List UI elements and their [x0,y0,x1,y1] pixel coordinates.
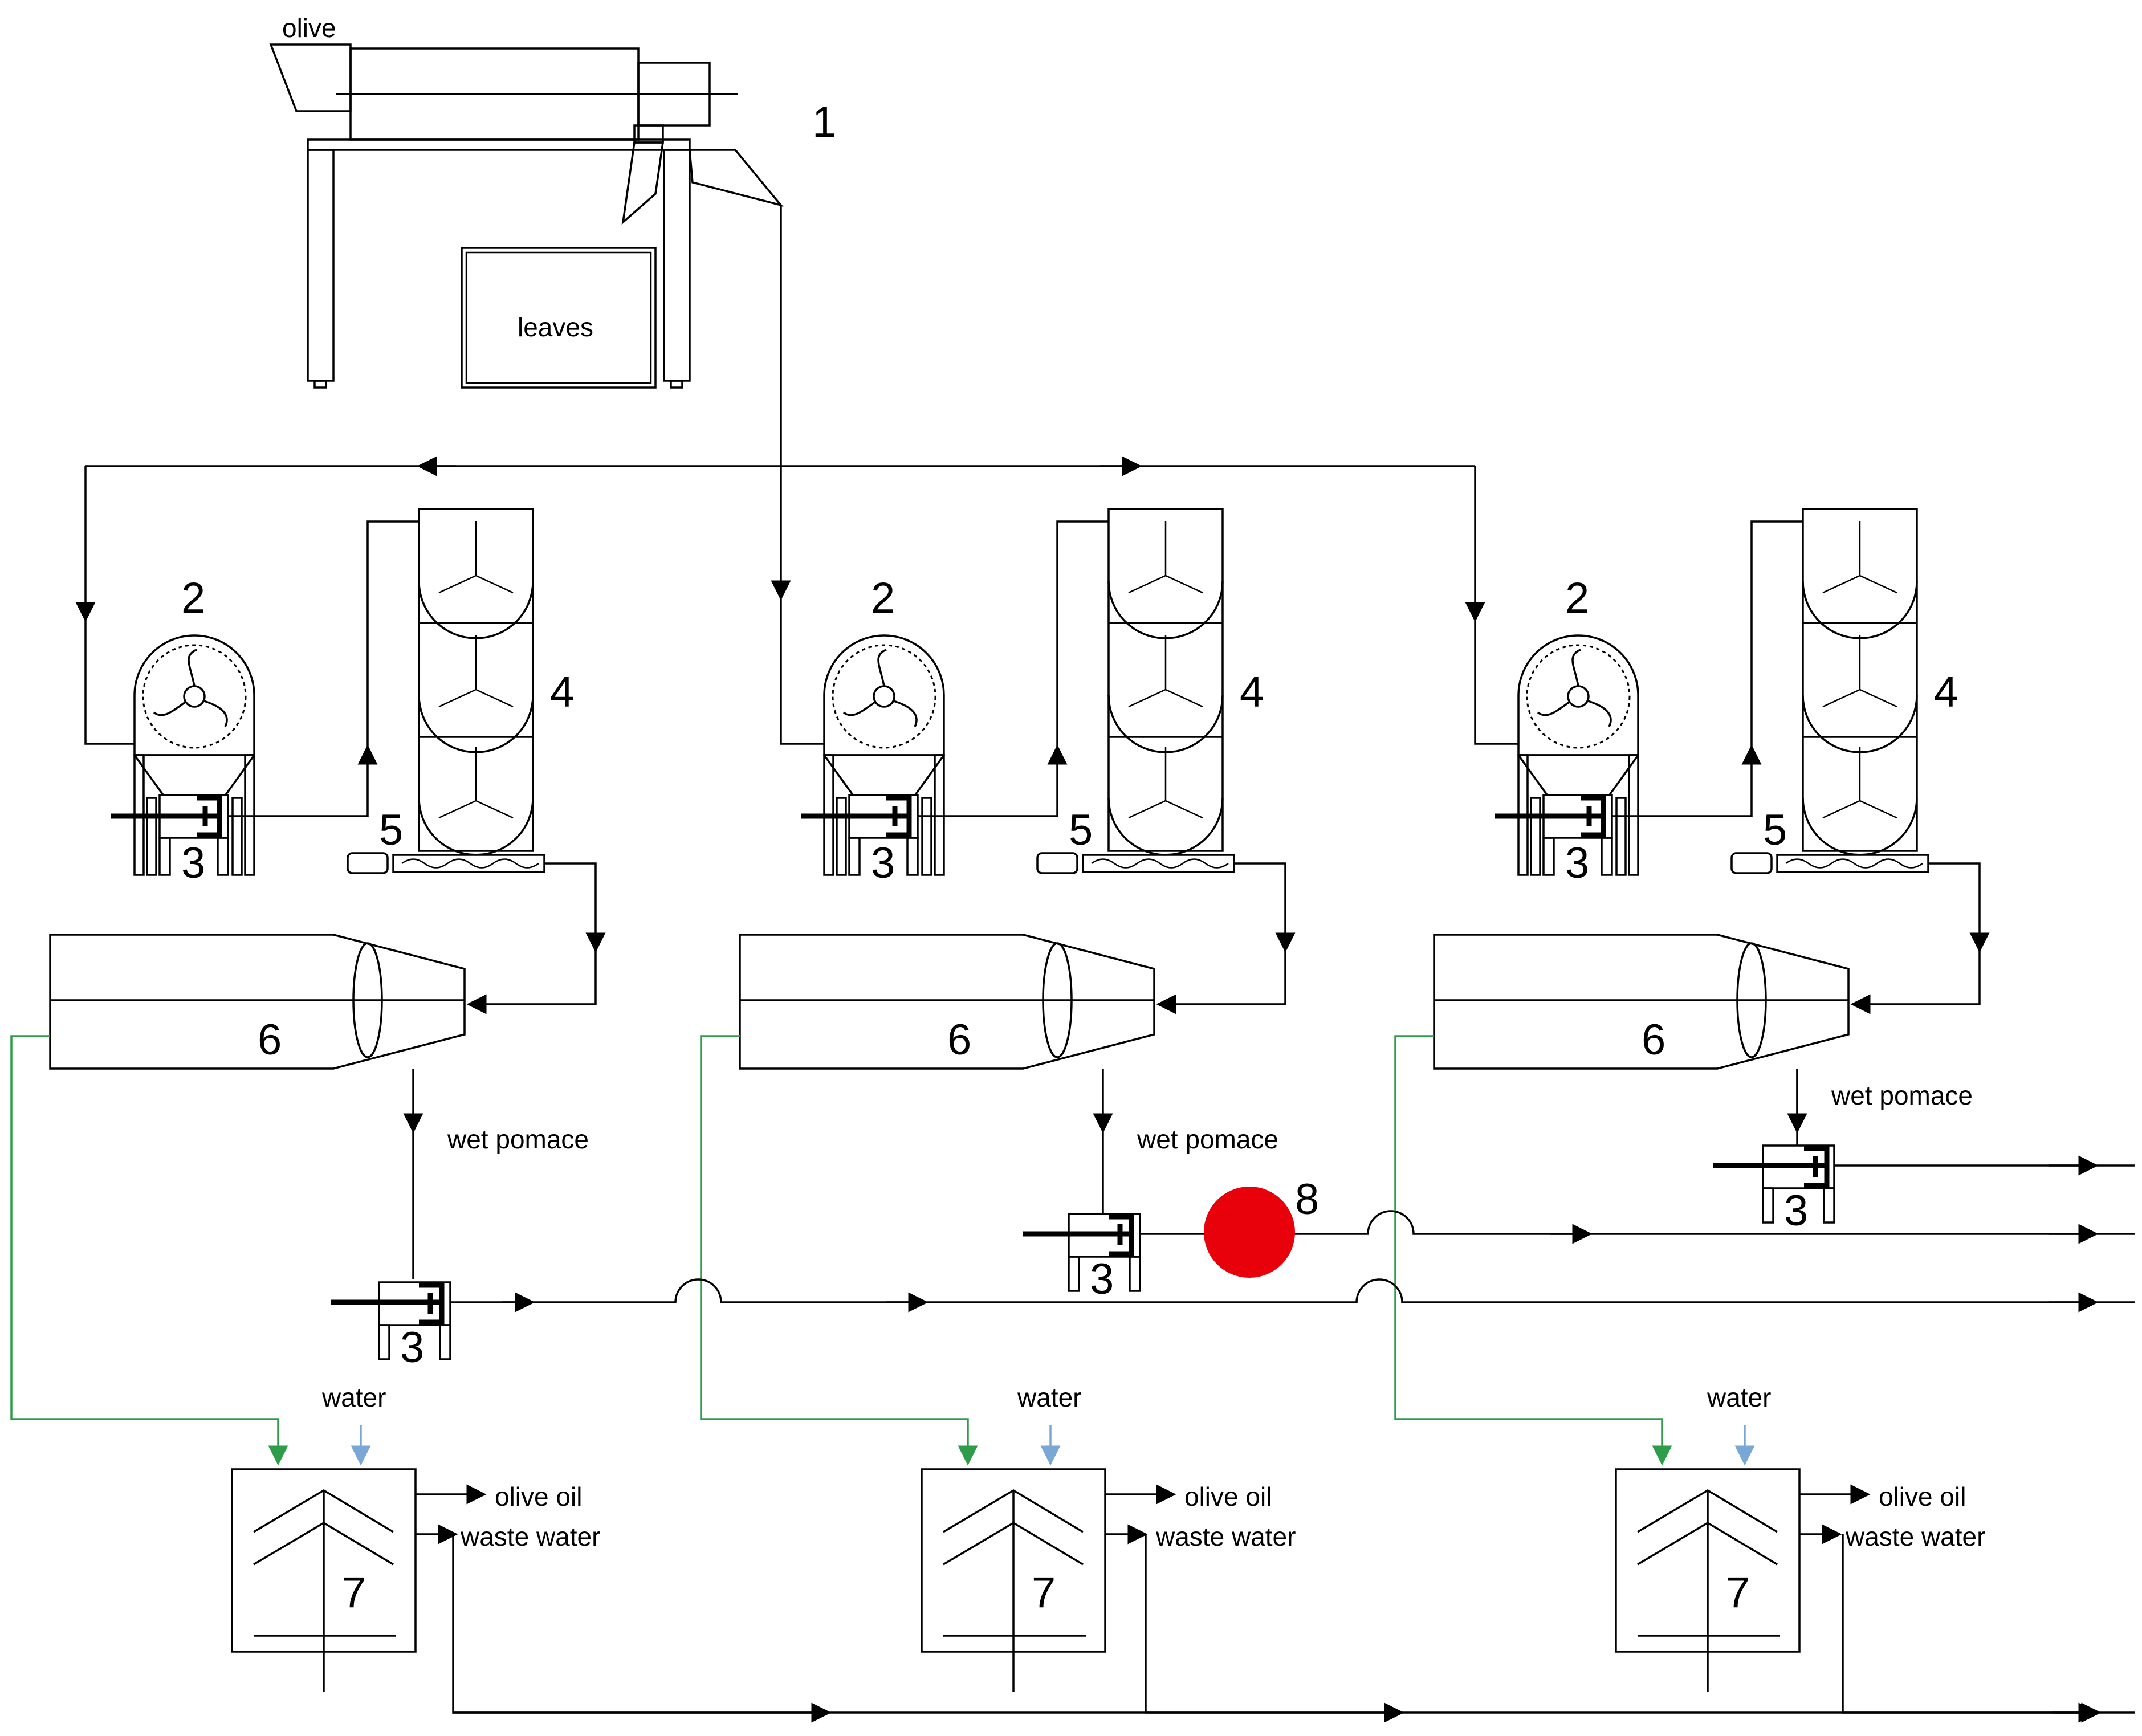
leaves-label: leaves [518,312,593,342]
unit-8-number: 8 [1295,1175,1319,1224]
malaxer-unit-4 [1107,508,1224,856]
unit-7-number: 7 [1726,1568,1750,1617]
wet-pomace-label: wet pomace [1137,1124,1278,1154]
screw-conveyor-unit-5 [1036,852,1235,874]
unit-2-number: 2 [1565,574,1589,622]
malaxer-unit-4 [1802,508,1918,856]
crusher-unit-2 [1517,634,1639,876]
unit-2-number: 2 [871,574,895,622]
malaxer-unit-4 [418,508,534,856]
unit-3-number: 3 [1090,1255,1114,1303]
pomace-pump-line-1 [331,1131,2135,1360]
waste-water-label: waste water [1155,1522,1296,1551]
pump-unit-3 [1495,794,1613,876]
unit-7-number: 7 [342,1568,366,1617]
decanter-unit-6 [49,934,466,1070]
unit-3-number: 3 [871,839,895,887]
processing-line-2 [700,508,1404,1723]
olive-oil-label: olive oil [1184,1482,1272,1511]
decanter-unit-6 [739,934,1155,1070]
olive-label: olive [282,13,336,43]
wet-pomace-label: wet pomace [1831,1081,1973,1110]
separator-unit-7 [231,1468,417,1692]
unit-3-number: 3 [1565,839,1589,887]
pomace-pump-line-3 [1713,1069,2135,1224]
unit-7-number: 7 [1032,1568,1056,1617]
unit-4-number: 4 [1934,668,1958,716]
waste-water-label: waste water [460,1522,600,1551]
stream-labels: wet pomace wet pomace wet pomace water w… [321,1081,1985,1551]
waste-water-label: waste water [1845,1522,1985,1551]
unit-6-number: 6 [947,1016,971,1064]
unit-5-number: 5 [379,806,403,854]
pomace-pump-line-2 [1023,1131,2135,1292]
olive-oil-label: olive oil [495,1482,582,1511]
decanter-unit-6 [1433,934,1850,1070]
unit-3-number: 3 [400,1323,424,1372]
olive-distribution-lines [75,205,1485,622]
screw-conveyor-unit-5 [347,852,545,874]
screw-conveyor-unit-5 [1730,852,1929,874]
unit-3-number: 3 [181,839,205,887]
water-label: water [1707,1383,1771,1412]
water-label: water [321,1383,386,1412]
separator-unit-7 [1615,1468,1801,1692]
unit-1-number: 1 [812,98,836,146]
separator-unit-7 [921,1468,1106,1692]
pump-unit-3 [801,794,919,876]
crusher-unit-2 [133,634,255,876]
unit-number-labels: 2 2 2 3 3 3 3 3 3 4 4 4 5 5 5 6 6 6 7 7 … [181,574,1958,1617]
wet-pomace-label: wet pomace [447,1124,589,1154]
water-label: water [1017,1383,1081,1412]
unit-6-number: 6 [258,1016,282,1064]
unit-2-number: 2 [181,574,205,622]
unit-8-marker [1204,1187,1295,1278]
unit-5-number: 5 [1069,806,1093,854]
leaf-remover-unit-1 [269,43,784,389]
unit-4-number: 4 [550,668,574,716]
processing-line-3 [1394,508,2102,1723]
unit-5-number: 5 [1763,806,1787,854]
unit-3-number: 3 [1784,1187,1808,1235]
unit-4-number: 4 [1240,668,1264,716]
olive-oil-label: olive oil [1879,1482,1966,1511]
processing-line-1 [10,508,832,1723]
pump-unit-3 [111,794,229,876]
unit-6-number: 6 [1642,1016,1665,1064]
